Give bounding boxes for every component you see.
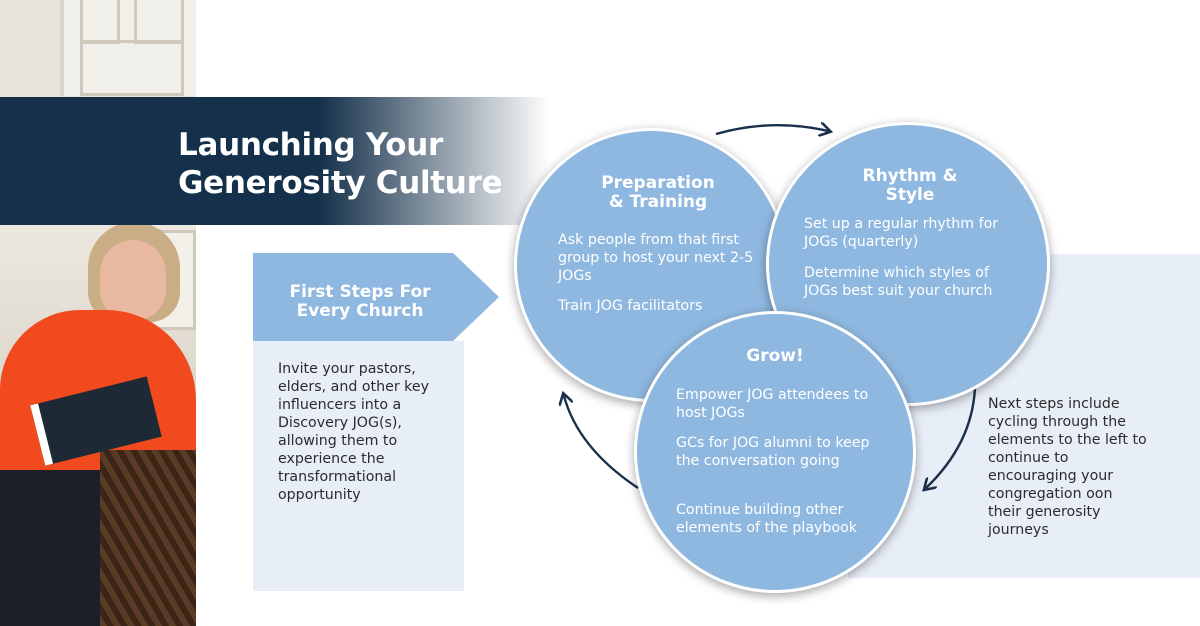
first-steps-label-line-2: Every Church <box>296 301 424 321</box>
grow-item-3: Continue building other elements of the … <box>676 502 858 536</box>
preparation-title-line-2: & Training <box>608 192 708 212</box>
first-steps-arrow-shape <box>253 253 499 341</box>
window-decor <box>60 0 196 96</box>
rhythm-title: Rhythm & Style <box>830 167 990 205</box>
preparation-title-line-1: Preparation <box>601 173 715 193</box>
next-steps-text: Next steps include cycling through the e… <box>988 396 1147 538</box>
first-steps-text: Invite your pastors, elders, and other k… <box>278 361 429 503</box>
grow-item-1: Empower JOG attendees to host JOGs <box>676 387 869 421</box>
grow-circle <box>634 311 916 593</box>
title-banner <box>0 97 550 225</box>
title-line-2: Generosity Culture <box>178 165 503 201</box>
first-steps-panel <box>253 341 464 591</box>
rhythm-title-line-2: Style <box>885 185 935 205</box>
rhythm-item-1: Set up a regular rhythm for JOGs (quarte… <box>804 216 999 250</box>
arrow-prep-to-rhythm <box>715 125 828 134</box>
title-line-1: Launching Your <box>178 127 443 163</box>
rhythm-item-2: Determine which styles of JOGs best suit… <box>804 265 993 299</box>
first-steps-label-line-1: First Steps For <box>289 282 431 302</box>
preparation-item-2: Train JOG facilitators <box>558 298 703 314</box>
grow-item-2: GCs for JOG alumni to keep the conversat… <box>676 435 870 469</box>
arrow-grow-to-prep <box>564 396 639 489</box>
woman-reading-photo <box>0 0 196 626</box>
rhythm-title-line-1: Rhythm & <box>862 166 958 186</box>
first-steps-label: First Steps For Every Church <box>262 283 458 321</box>
page-title: Launching Your Generosity Culture <box>178 126 518 202</box>
preparation-title: Preparation & Training <box>578 174 738 212</box>
preparation-item-1: Ask people from that first group to host… <box>558 232 754 284</box>
grow-title: Grow! <box>746 346 804 366</box>
